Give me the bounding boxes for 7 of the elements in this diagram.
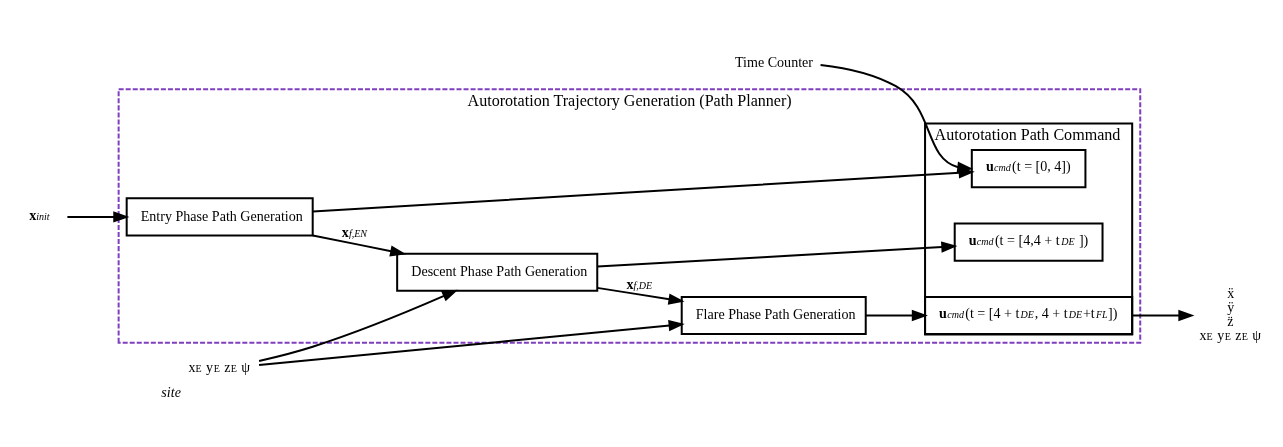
node-label: site <box>161 384 181 401</box>
node-text: Time Counter <box>735 53 814 70</box>
edge-label: xf,DE <box>626 275 653 292</box>
node-text: ẍ ÿ z̈ xE yE zE ψ <box>1199 284 1262 343</box>
edge-label: xf,EN <box>341 224 368 241</box>
node-text: xinit <box>29 206 50 223</box>
node-text: xE yE zE ψ <box>188 358 251 375</box>
